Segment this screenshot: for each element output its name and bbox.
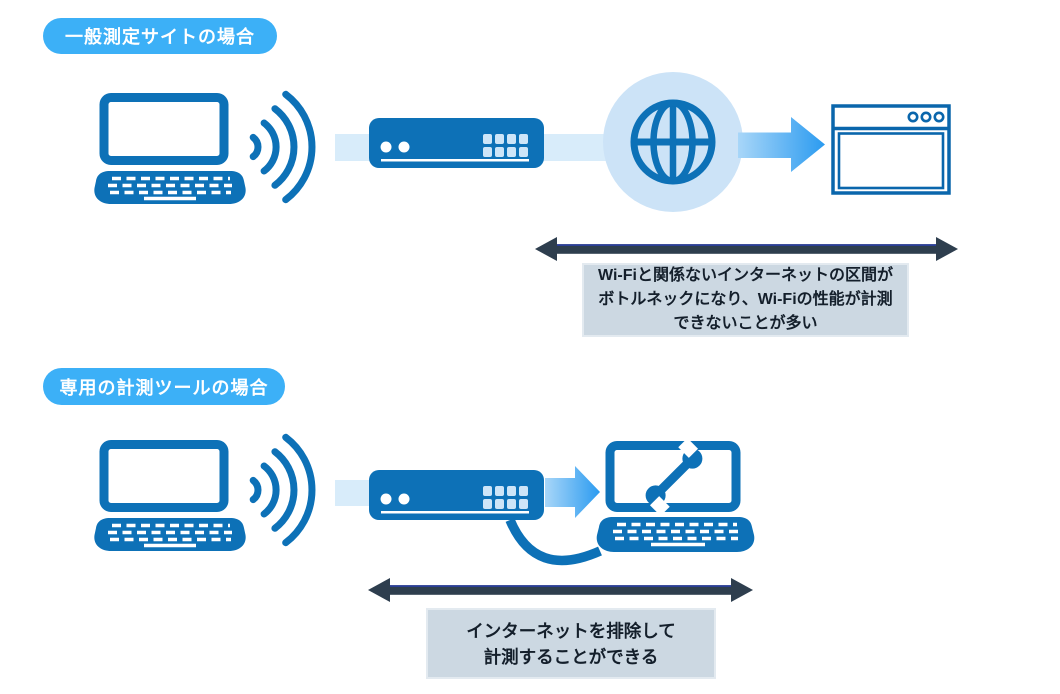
measured-range-arrow-bottom	[368, 578, 753, 602]
flow-arrow-icon	[545, 466, 600, 518]
laptop-icon	[94, 440, 246, 551]
section-badge-general: 一般測定サイトの場合	[43, 18, 277, 54]
caption-box-general: Wi-Fiと関係ないインターネットの区間が ボトルネックになり、Wi-Fiの性能…	[582, 263, 909, 337]
wrench-icon	[645, 441, 703, 516]
internet-globe-icon	[603, 72, 743, 212]
caption-line: ボトルネックになり、Wi-Fiの性能が計測	[598, 291, 893, 308]
router-icon	[369, 470, 544, 520]
connection-band-bottom	[335, 480, 371, 506]
laptop-icon	[94, 93, 246, 204]
section-badge-dedicated: 専用の計測ツールの場合	[43, 368, 285, 405]
flow-arrow-icon	[738, 117, 825, 172]
section-badge-dedicated-label: 専用の計測ツールの場合	[59, 377, 269, 398]
wifi-signal-icon	[249, 433, 316, 547]
caption-box-dedicated: インターネットを排除して 計測することができる	[426, 608, 716, 679]
measurement-tool-laptop-icon	[596, 441, 755, 552]
caption-line: Wi-Fiと関係ないインターネットの区間が	[598, 267, 893, 284]
measured-range-arrow-top	[535, 237, 958, 261]
caption-line: インターネットを排除して	[466, 620, 676, 641]
loopback-arc-icon	[505, 518, 602, 566]
section-badge-general-label: 一般測定サイトの場合	[65, 27, 255, 47]
router-icon	[369, 118, 544, 168]
caption-line: できないことが多い	[673, 315, 818, 332]
caption-line: 計測することができる	[483, 646, 659, 667]
web-server-window-icon	[831, 104, 951, 195]
wifi-signal-icon	[249, 90, 316, 204]
